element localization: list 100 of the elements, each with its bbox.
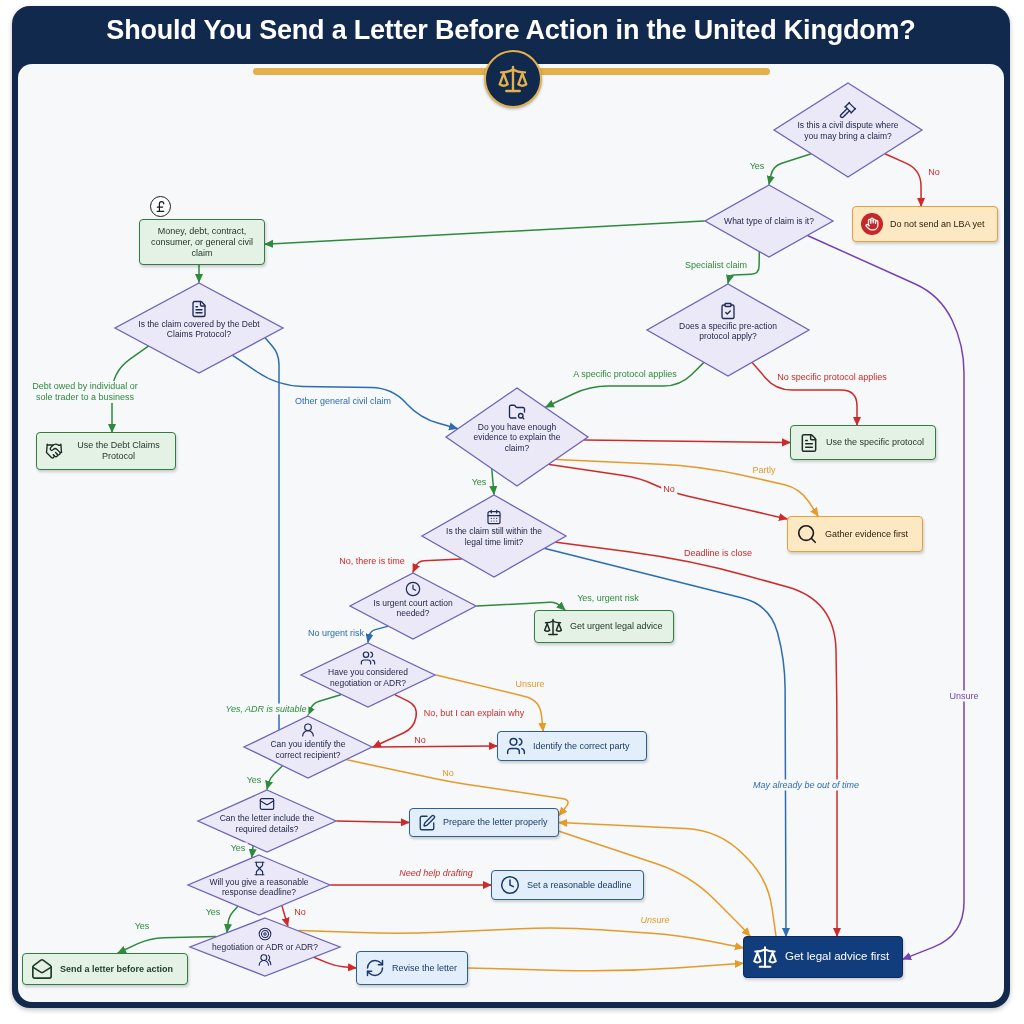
edge-label: No: [412, 734, 428, 746]
question-text: hegotiation or ADR or ADR?: [212, 941, 318, 953]
edge-label: No: [440, 767, 456, 779]
decision-diamond: [773, 82, 923, 178]
edge-label: No: [926, 166, 942, 178]
flow-arrow: [117, 935, 217, 954]
edge-label: No, but I can explain why: [421, 707, 527, 719]
edge-label: Unsure: [947, 690, 981, 702]
step-text: Set a reasonable deadline: [527, 879, 632, 891]
edge-label: Unsure: [638, 914, 672, 926]
flow-arrow: [467, 959, 744, 972]
flow-arrow: [558, 818, 777, 937]
step-text: Money, debt, contract, consumer, or general civil claim: [149, 225, 254, 259]
flow-arrow: [489, 468, 498, 495]
decision-diamond: [421, 494, 567, 578]
warning-box: [787, 516, 923, 552]
edge-label: Yes, ADR is suitable: [223, 703, 309, 715]
action-box: [534, 610, 674, 643]
outcome-box: [22, 953, 188, 985]
flow-arrow: [412, 558, 462, 573]
flow-arrow: [346, 759, 569, 817]
edge-label: Partly: [750, 464, 778, 476]
edge-label: Unsure: [513, 678, 547, 690]
flow-arrow: [307, 694, 342, 716]
flow-arrow: [248, 845, 257, 858]
edge-label: Yes: [132, 920, 152, 932]
question-text: Is urgent court action needed?: [372, 597, 454, 619]
flow-arrow: [435, 674, 547, 732]
flow-arrow: [372, 694, 418, 748]
decision-diamond: [704, 184, 834, 258]
question-text: Is the claim covered by the Debt Claims Protocol?: [137, 318, 261, 340]
edge-label: A specific protocol applies: [571, 368, 679, 380]
flow-arrow: [726, 251, 761, 284]
flow-arrow: [766, 153, 812, 185]
flow-arrow: [194, 264, 204, 283]
task-box: [409, 808, 559, 837]
warning-box: [852, 206, 998, 242]
step-text: Identify the correct party: [533, 740, 630, 752]
flow-arrow: [555, 541, 842, 937]
flow-arrow: [365, 625, 389, 643]
decision-diamond: [187, 854, 331, 916]
step-text: Gather evidence first: [825, 528, 909, 540]
edge-label: No: [661, 483, 677, 495]
question-text: Is the claim still within the legal time limit?: [445, 526, 543, 548]
decision-diamond: [349, 572, 477, 640]
edge-label: Yes: [747, 160, 767, 172]
flow-arrow: [372, 742, 498, 751]
decision-diamond: [189, 917, 341, 977]
question-text: Does a specific pre-action protocol apply?: [678, 320, 778, 342]
decision-diamond: [197, 789, 337, 853]
action-box: [36, 432, 176, 470]
outcome-box: [743, 936, 903, 978]
flow-arrow: [281, 905, 290, 927]
flow-arrow: [330, 880, 492, 890]
flow-arrow: [476, 601, 566, 611]
edge-label: Yes: [228, 842, 248, 854]
flow-arrow: [884, 153, 926, 207]
decision-diamond: [114, 282, 284, 374]
flow-arrow: [545, 362, 705, 408]
flow-arrow: [298, 927, 744, 951]
decision-diamond: [243, 715, 373, 779]
edge-label: Need help drafting: [397, 867, 475, 879]
step-text: Revise the letter: [392, 962, 458, 974]
flow-arrow: [807, 235, 965, 960]
flow-arrow: [583, 438, 791, 447]
edge-label: Yes: [244, 774, 264, 786]
edge-label: Other general civil claim: [293, 395, 393, 407]
task-box: [356, 951, 468, 985]
edge-label: No specific protocol applies: [775, 371, 889, 383]
question-text: What type of claim is it?: [724, 215, 814, 227]
edge-label: Yes, urgent risk: [575, 592, 641, 604]
flow-arrow: [555, 458, 819, 517]
flow-arrow: [544, 547, 790, 937]
title: Should You Send a Letter Before Action in the United Kingdom?: [106, 14, 916, 47]
edge-label: May already be out of time: [750, 779, 862, 791]
connector-line: [264, 337, 280, 731]
step-text: Get legal advice first: [785, 950, 890, 964]
flow-arrow: [232, 354, 459, 431]
flow-arrow: [548, 463, 788, 522]
edge-label: No: [292, 906, 308, 918]
edge-label: No, there is time: [337, 555, 407, 567]
step-text: Use the Debt Claims Protocol: [76, 440, 161, 462]
edge-label: Specialist claim: [683, 259, 749, 271]
flow-arrow: [223, 905, 239, 933]
flow-arrow: [751, 362, 862, 426]
task-box: [491, 870, 644, 900]
edge-label: Deadline is close: [682, 547, 754, 559]
flow-arrow: [313, 956, 357, 972]
flow-arrow: [336, 818, 410, 827]
question-text: Will you give a reasonable response deadline?: [208, 876, 310, 898]
flow-arrow: [264, 220, 705, 248]
step-text: Get urgent legal advice: [570, 621, 663, 632]
edge-label: No urgent risk: [306, 627, 366, 639]
flow-arrow: [265, 765, 283, 790]
question-text: Can you identify the correct recipient?: [269, 739, 347, 761]
edge-label: Debt owed by individual or sole trader to a business: [29, 381, 141, 403]
action-box: [790, 425, 936, 460]
question-text: Have you considered negotiation or ADR?: [327, 667, 409, 689]
step-text: Use the specific protocol: [826, 437, 925, 448]
question-text: Can the letter include the required details?: [218, 813, 316, 835]
